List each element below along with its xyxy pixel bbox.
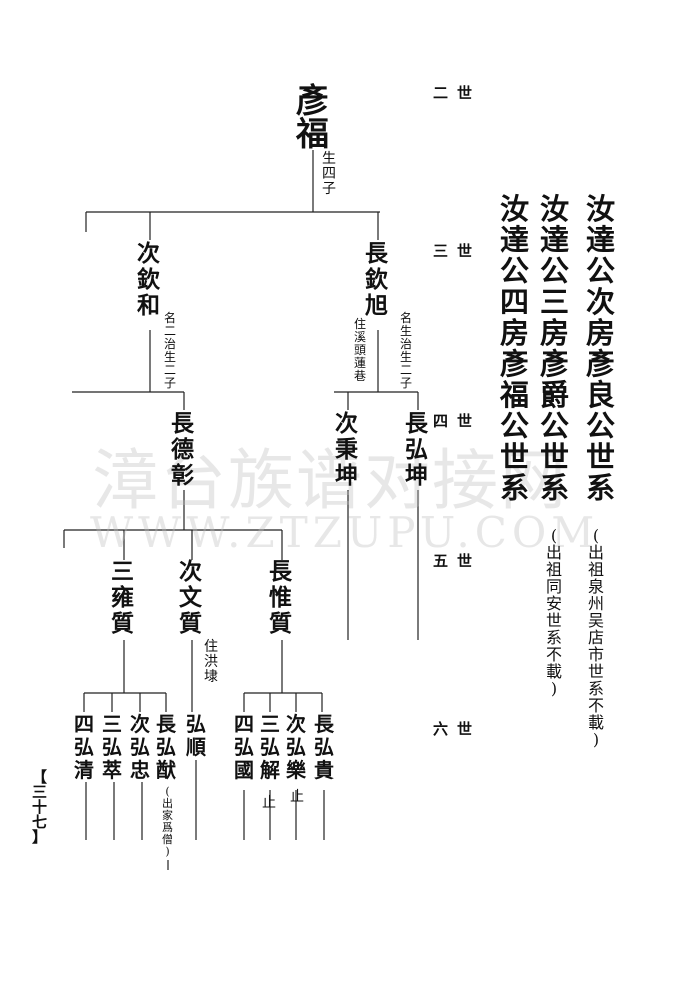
person-qinhe: 次欽和: [137, 240, 160, 319]
page-number: 【三十七】: [32, 768, 48, 846]
person-hongle: 次弘樂: [286, 712, 306, 782]
person-hongjie: 三弘解: [260, 712, 280, 782]
person-hongle-note: 止: [290, 789, 304, 805]
title-note-1: (出祖泉州吴店市世系不載): [588, 526, 605, 749]
generation-label-4: 四世: [433, 412, 482, 430]
person-qinxu-residence: 住溪頭蓮巷: [354, 317, 367, 383]
person-honghui-note: (出家爲僧): [162, 785, 173, 858]
person-wenzhi-note: 住洪埭: [204, 639, 218, 685]
person-hongzhong: 次弘忠: [130, 712, 150, 782]
title-col-3: 汝達公四房彥福公世系: [500, 192, 530, 505]
generation-label-3: 三世: [433, 242, 482, 260]
person-qinxu-note: 名生治生二子: [400, 311, 413, 390]
person-yanfu: 彥福: [296, 81, 329, 153]
title-col-2: 汝達公三房彥爵公世系: [540, 192, 570, 505]
person-hongguo: 四弘國: [234, 712, 254, 782]
person-yongzhi: 三雍質: [111, 558, 134, 637]
person-hongqing: 四弘清: [74, 712, 94, 782]
watermark-line-1: 漳台族谱对接网: [92, 442, 568, 519]
person-hongkun: 長弘坤: [405, 410, 428, 489]
person-honggua: 三弘萃: [102, 712, 122, 782]
person-honghui: 長弘猷: [156, 712, 176, 782]
watermark-line-2: WWW.ZTZUPU.COM: [90, 508, 600, 557]
person-yanfu-note: 生四子: [322, 151, 336, 197]
person-dezhang: 長德彰: [171, 410, 194, 489]
person-honggui: 長弘貴: [314, 712, 334, 782]
person-qinxu: 長欽旭: [365, 240, 388, 319]
person-hongshun: 弘順: [186, 712, 206, 759]
title-note-2: (出祖同安世系不載): [546, 526, 563, 698]
person-bingkun: 次秉坤: [335, 410, 358, 489]
title-col-1: 汝達公次房彥良公世系: [586, 192, 616, 505]
person-hongjie-note: 止: [262, 795, 276, 811]
generation-label-5: 五世: [433, 552, 482, 570]
generation-label-6: 六世: [433, 720, 482, 738]
person-xingzhi: 長惟質: [269, 558, 292, 637]
generation-label-2: 二世: [433, 84, 482, 102]
person-wenzhi: 次文質: [179, 558, 202, 637]
person-qinhe-note: 名二治生二子: [164, 311, 177, 390]
